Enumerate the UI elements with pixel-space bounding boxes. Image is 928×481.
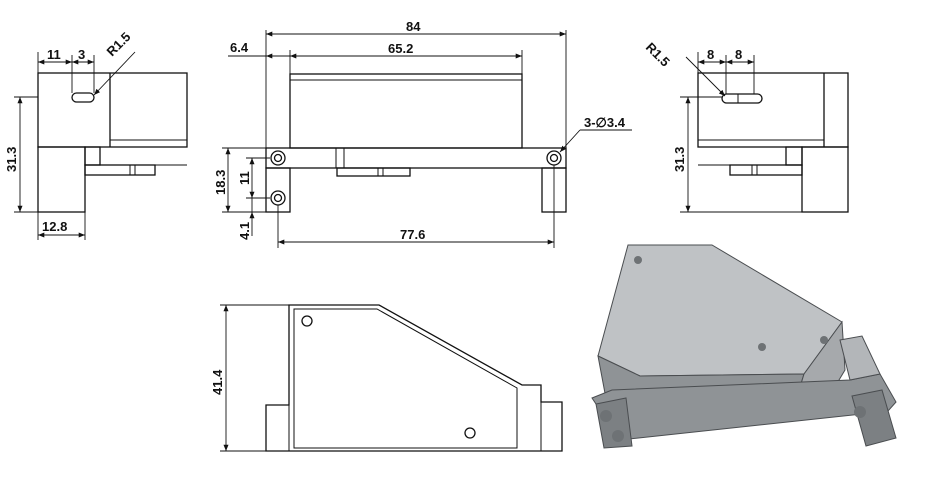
iso-left-foot [595,397,633,449]
hole-right [546,150,562,166]
dim-11-top: 11 [237,171,252,185]
dim-11-left: 11 [47,47,61,62]
top-view-rail [265,147,567,169]
isometric-view [591,244,897,449]
front-hole-lower [464,427,476,439]
left-view-body [37,72,188,148]
left-side-view: 11 3 R1.5 31.3 12.8 [4,29,188,240]
dim-18-3: 18.3 [213,170,228,195]
dim-8-b: 8 [735,47,742,62]
iso-top-hole-b [758,343,766,351]
right-view-body [697,72,849,148]
dim-31-3-left: 31.3 [4,147,19,172]
dim-65-2: 65.2 [388,41,413,56]
dim-8-a: 8 [707,47,714,62]
iso-rail [591,373,897,441]
iso-right-foot-top [839,335,881,381]
iso-right-foot [851,389,897,447]
dim-r15-left: R1.5 [104,29,134,59]
hole-top-left [270,150,286,166]
top-view: 84 65.2 6.4 18.3 11 4.1 77.6 3-∅3.4 [213,19,632,248]
left-view-base [37,146,86,213]
iso-top-face [597,244,843,377]
front-hole-upper [301,315,313,327]
front-view: 41.4 [210,304,563,452]
dim-84: 84 [406,19,421,34]
dim-12-8: 12.8 [42,219,67,234]
right-view-base [801,146,849,213]
dim-77-6: 77.6 [400,227,425,242]
iso-rail-hole-b [612,430,624,442]
right-side-view: 8 8 R1.5 31.3 [643,40,849,213]
front-view-outline [265,304,563,452]
left-view-slot [71,92,95,103]
iso-rail-hole-a [600,410,612,422]
top-view-body [289,73,523,149]
iso-side-hole [820,336,828,344]
dim-31-3-right: 31.3 [672,147,687,172]
hole-bottom-left [270,190,286,206]
dim-6-4: 6.4 [230,40,249,55]
dim-41-4: 41.4 [210,369,225,395]
right-view-slot [721,93,763,104]
iso-top-hole-a [634,256,642,264]
dim-4-1: 4.1 [237,222,252,240]
iso-rail-hole-c [854,406,866,418]
dim-hole-callout: 3-∅3.4 [584,115,626,130]
dim-3-left: 3 [78,47,85,62]
dim-r15-right: R1.5 [643,40,673,70]
